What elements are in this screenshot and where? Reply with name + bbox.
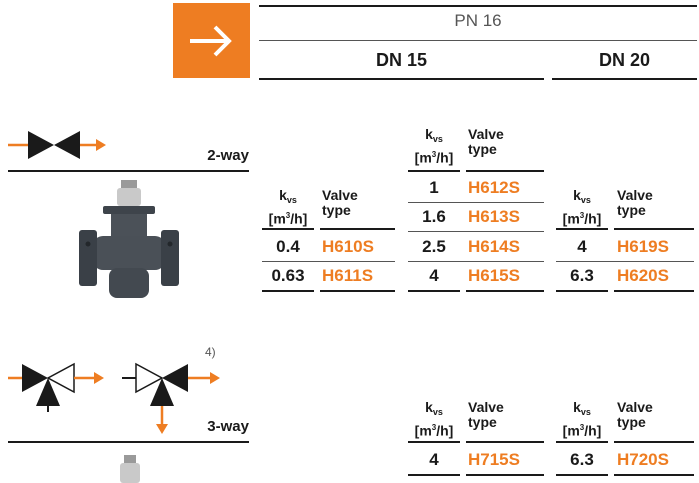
3way-dn20-bottom-rule-type bbox=[614, 474, 694, 476]
header-mid-rule bbox=[259, 40, 697, 41]
two-way-valve-symbol-icon bbox=[8, 131, 106, 159]
dn20-kvs-0: 4 bbox=[577, 237, 587, 256]
3way-dn15-kvs-0: 4 bbox=[429, 450, 439, 469]
dn15a-kvs-1: 0.63 bbox=[271, 266, 305, 285]
dn15b-row-rule-1 bbox=[408, 231, 544, 232]
3way-dn15-header-rule-type bbox=[466, 441, 544, 443]
dn15b-header-rule-kvs bbox=[408, 170, 460, 172]
dn20-type-1: H620S bbox=[617, 266, 669, 285]
dn20-kvs-header: kvs [m3/h] bbox=[562, 187, 602, 227]
dn20-bottom-rule-kvs bbox=[556, 290, 608, 292]
3way-dn15-header-rule-kvs bbox=[408, 441, 460, 443]
dn20-row-rule-0 bbox=[556, 261, 694, 262]
dn15b-type-3: H615S bbox=[468, 266, 520, 285]
two-way-rule bbox=[8, 170, 249, 172]
3way-dn20-header-rule-type bbox=[614, 441, 694, 443]
3way-dn15-kvs-header: kvs [m3/h] bbox=[414, 399, 454, 439]
3way-dn15-bottom-rule-kvs bbox=[408, 474, 460, 476]
dn15a-kvs-0: 0.4 bbox=[276, 237, 300, 256]
dn15a-bottom-rule-kvs bbox=[262, 290, 314, 292]
two-way-label: 2-way bbox=[207, 147, 249, 164]
dn20-heading: DN 20 bbox=[598, 50, 651, 70]
dn15b-kvs-3: 4 bbox=[429, 266, 439, 285]
three-way-label: 3-way bbox=[207, 418, 249, 435]
header-top-rule bbox=[259, 5, 697, 7]
dn15b-row-rule-2 bbox=[408, 261, 544, 262]
dn15a-kvs-header: kvs [m3/h] bbox=[268, 187, 308, 227]
dn20-type-0: H619S bbox=[617, 237, 669, 256]
3way-dn20-bottom-rule-kvs bbox=[556, 474, 608, 476]
valve-photo bbox=[79, 180, 179, 298]
dn20-header-rule-type bbox=[614, 228, 694, 230]
dn15a-header-rule-kvs bbox=[262, 228, 314, 230]
dn15b-kvs-1: 1.6 bbox=[422, 207, 446, 226]
3way-dn20-type-0: H720S bbox=[617, 450, 669, 469]
3way-dn15-bottom-rule-type bbox=[466, 474, 544, 476]
dn15b-kvs-header: kvs [m3/h] bbox=[414, 126, 454, 166]
arrow-right-icon bbox=[190, 25, 232, 57]
dn15a-bottom-rule-type bbox=[320, 290, 395, 292]
dn20-kvs-1: 6.3 bbox=[570, 266, 594, 285]
dn20-bottom-rule-type bbox=[614, 290, 694, 292]
three-way-valve-photo bbox=[120, 455, 140, 483]
dn15b-type-2: H614S bbox=[468, 237, 520, 256]
dn15b-type-0: H612S bbox=[468, 178, 520, 197]
dn15b-header-rule-type bbox=[466, 170, 544, 172]
dn20-heading-rule bbox=[552, 78, 697, 80]
dn15-heading-rule bbox=[259, 78, 544, 80]
three-way-diverting-valve-symbol-icon bbox=[122, 362, 220, 434]
dn15a-type-1: H611S bbox=[322, 266, 374, 285]
pressure-label: PN 16 bbox=[454, 11, 502, 30]
dn15b-kvs-2: 2.5 bbox=[422, 237, 446, 256]
arrow-badge bbox=[173, 3, 250, 78]
three-way-rule bbox=[8, 441, 249, 443]
dn15b-bottom-rule-type bbox=[466, 290, 544, 292]
dn15a-row-rule-0 bbox=[262, 261, 395, 262]
dn15b-bottom-rule-kvs bbox=[408, 290, 460, 292]
dn20-header-rule-kvs bbox=[556, 228, 608, 230]
3way-dn20-kvs-0: 6.3 bbox=[570, 450, 594, 469]
three-way-mixing-valve-symbol-icon bbox=[8, 362, 104, 412]
dn15b-row-rule-0 bbox=[408, 202, 544, 203]
three-way-footnote: 4) bbox=[205, 345, 216, 359]
dn15a-type-0: H610S bbox=[322, 237, 374, 256]
3way-dn20-header-rule-kvs bbox=[556, 441, 608, 443]
3way-dn15-type-0: H715S bbox=[468, 450, 520, 469]
dn15b-type-1: H613S bbox=[468, 207, 520, 226]
dn15-heading: DN 15 bbox=[375, 50, 428, 70]
dn15a-header-rule-type bbox=[320, 228, 395, 230]
dn15b-kvs-0: 1 bbox=[429, 178, 439, 197]
3way-dn20-kvs-header: kvs [m3/h] bbox=[562, 399, 602, 439]
